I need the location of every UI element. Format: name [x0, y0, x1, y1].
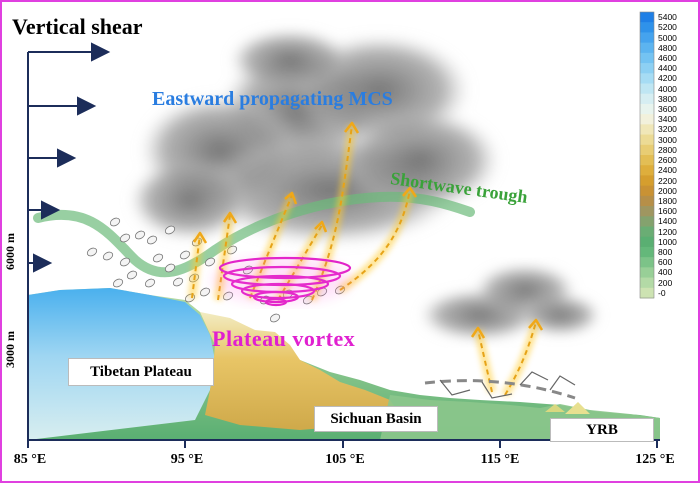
colorbar-tick-label: 2800: [658, 144, 677, 155]
colorbar-tick-label: 4600: [658, 52, 677, 63]
colorbar-cell: [640, 83, 654, 95]
colorbar-cell: [640, 52, 654, 64]
colorbar-tick-label: 2600: [658, 155, 677, 166]
colorbar-cell: [640, 114, 654, 125]
colorbar-tick-label: 5400: [658, 12, 677, 23]
colorbar-tick-label: 4400: [658, 63, 677, 74]
mcs-label: Eastward propagating MCS: [152, 88, 393, 110]
colorbar-cell: [640, 42, 654, 54]
colorbar-tick-label: 3600: [658, 104, 677, 115]
colorbar-cell: [640, 93, 654, 105]
yrb-front: [424, 371, 576, 400]
colorbar-tick-label: 1600: [658, 206, 677, 217]
colorbar-cell: [640, 236, 654, 248]
mcs-cloud: [130, 30, 500, 245]
colorbar-cell: [640, 155, 654, 166]
diagram-title: Vertical shear: [12, 14, 143, 39]
colorbar-cell: [640, 175, 654, 187]
colorbar-frame: [639, 11, 655, 299]
colorbar-tick-label: 4800: [658, 42, 677, 53]
x-tick-label: 115 °E: [480, 452, 520, 467]
shortwave-trough-line: [33, 191, 475, 278]
colorbar-tick-label: 2400: [658, 165, 677, 176]
colorbar-cell: [640, 124, 654, 136]
yrb-cloud: [420, 265, 600, 340]
colorbar-cell: [640, 73, 654, 84]
colorbar-tick-label: 200: [658, 277, 673, 288]
x-axis-ticks: [27, 440, 658, 448]
colorbar-cell: [640, 216, 654, 227]
tibetan-plateau-label: Tibetan Plateau: [68, 358, 214, 386]
yrb-label: YRB: [550, 418, 654, 442]
colorbar-cell: [640, 165, 654, 176]
colorbar-tick-label: 3200: [658, 124, 677, 135]
colorbar-tick-label: 1800: [658, 195, 677, 206]
colorbar-tick-label: 4000: [658, 83, 677, 94]
colorbar-cell: [640, 185, 654, 197]
colorbar-tick-label: 2200: [658, 175, 677, 186]
colorbar-tick-label: 4200: [658, 73, 677, 84]
colorbar-tick-label: 3400: [658, 114, 677, 125]
colorbar-tick-label: 5200: [658, 22, 677, 33]
colorbar-cell: [640, 246, 654, 258]
colorbar-tick-label: 1200: [658, 226, 677, 237]
colorbar-tick-label: 400: [658, 267, 673, 278]
colorbar-tick-label: 5000: [658, 32, 677, 43]
colorbar-cell: [640, 144, 654, 156]
colorbar-tick-label: 2000: [658, 185, 677, 196]
colorbar-tick-label: 600: [658, 257, 673, 268]
y-tick-label: 6000 m: [3, 233, 17, 270]
shear-arrows: [28, 42, 111, 273]
colorbar-cell: [640, 267, 654, 279]
colorbar-cell: [640, 12, 654, 23]
colorbar-tick-label: 1000: [658, 236, 677, 247]
x-tick-label: 105 °E: [325, 452, 365, 467]
colorbar-cell: [640, 206, 654, 217]
colorbar: [640, 12, 654, 299]
colorbar-tick-label: -0: [658, 287, 666, 298]
colorbar-cell: [640, 287, 654, 299]
colorbar-cell: [640, 63, 654, 74]
colorbar-tick-label: 3000: [658, 134, 677, 145]
plateau-vortex-glow: [212, 256, 352, 304]
colorbar-tick-label: 1400: [658, 216, 677, 227]
plateau-vortex-label: Plateau vortex: [212, 326, 356, 351]
colorbar-cell: [640, 134, 654, 146]
colorbar-cell: [640, 103, 654, 115]
sichuan-basin-label: Sichuan Basin: [314, 406, 438, 432]
x-tick-label: 85 °E: [13, 452, 47, 467]
x-tick-label: 95 °E: [170, 452, 204, 467]
colorbar-cell: [640, 32, 654, 44]
colorbar-tick-label: 800: [658, 247, 673, 258]
colorbar-cell: [640, 195, 654, 207]
colorbar-cell: [640, 22, 654, 33]
y-tick-label: 3000 m: [3, 331, 17, 368]
colorbar-tick-label: 3800: [658, 93, 677, 104]
x-tick-label: 125 °E: [635, 452, 675, 467]
colorbar-cell: [640, 257, 654, 268]
colorbar-cell: [640, 226, 654, 238]
colorbar-cell: [640, 277, 654, 289]
